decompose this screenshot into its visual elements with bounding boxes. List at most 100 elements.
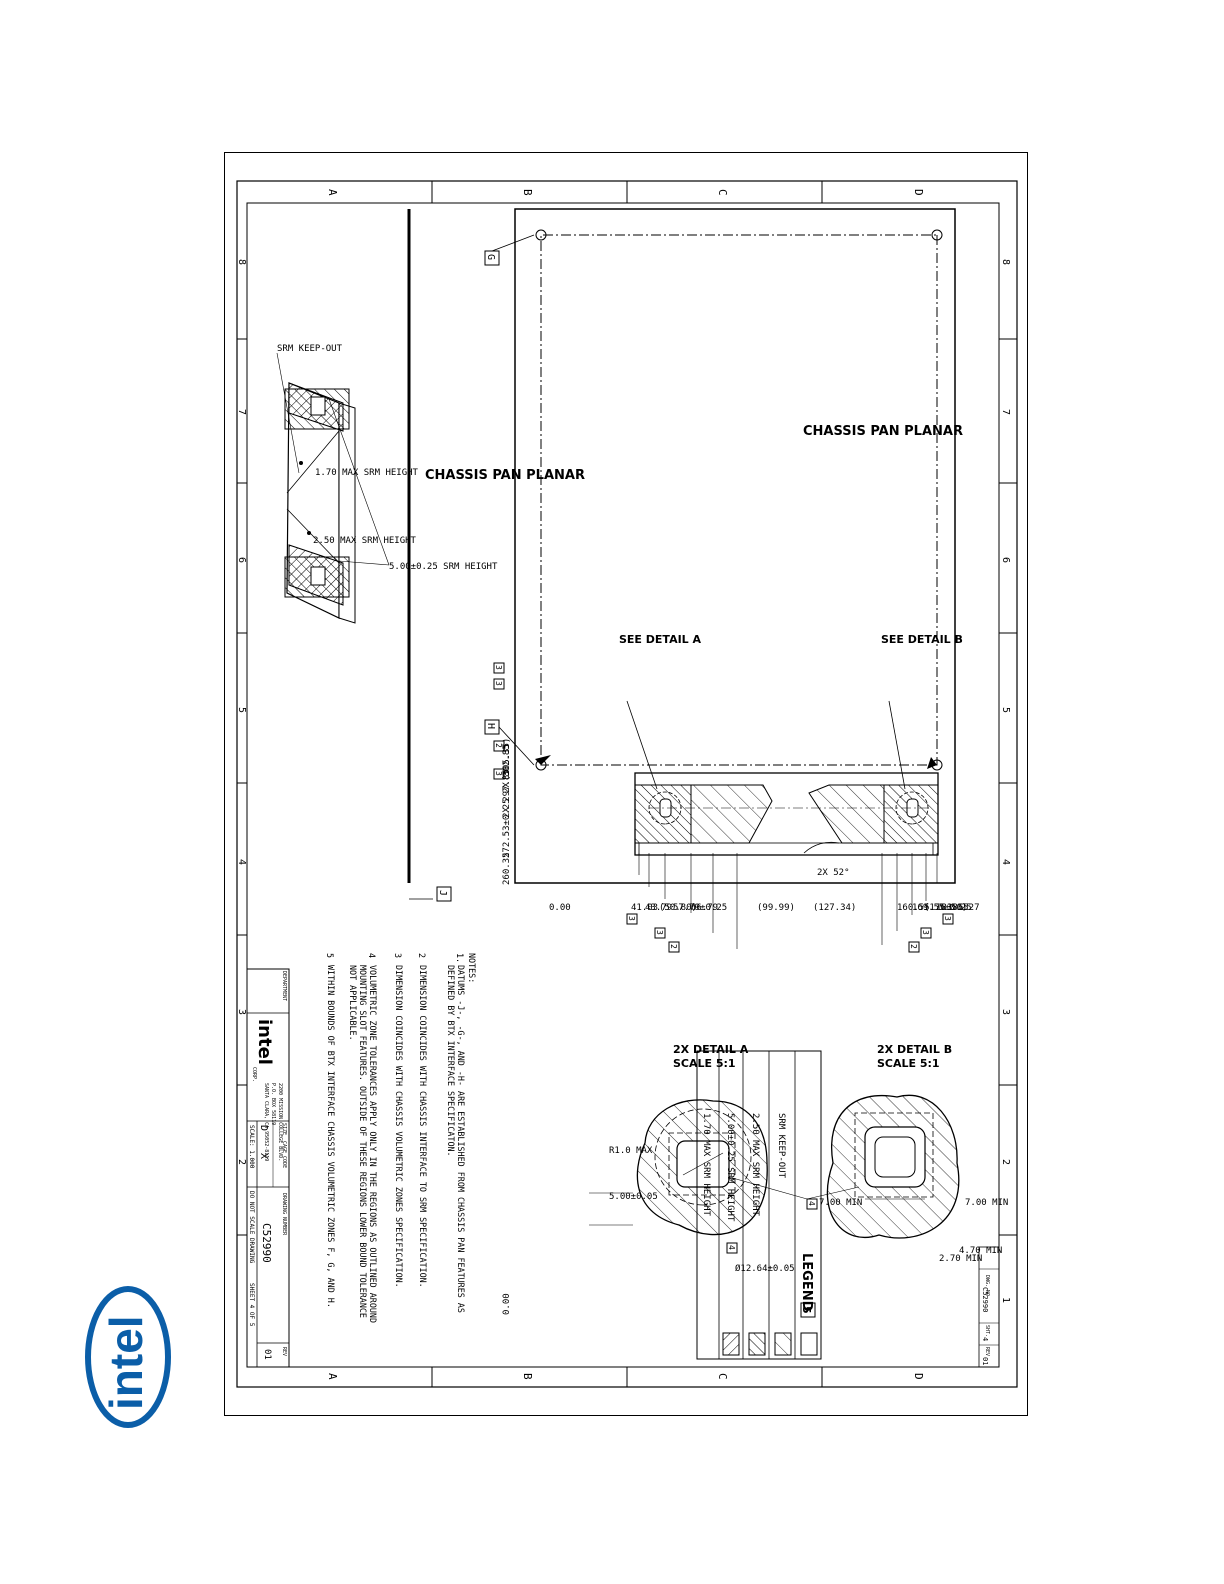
dim-305-35: (305.35)	[502, 738, 512, 781]
zone-ticks	[237, 181, 1017, 1387]
tag-305-35: 3	[494, 665, 503, 670]
small-title-box: DWG. NO C52990 SHT. 4 REV 01	[978, 1246, 1000, 1368]
tag-41-03: 3	[627, 916, 636, 921]
dim-41-03: 41.03	[631, 903, 658, 913]
dim-302-85: 2X 302.85	[502, 744, 512, 793]
drawing-sheet: D C B A D C B A 8 7 6 5 4 3 2 1 8 7 6 5 …	[224, 152, 1028, 1416]
tb-cage-label: CAGE CODE	[281, 1141, 287, 1168]
note-5-num: 5	[325, 953, 335, 958]
legend-tag: 5	[800, 1306, 813, 1314]
tag-50-80: 3	[655, 930, 664, 935]
detail-a-diameter: Ø12.64±0.05	[735, 1263, 795, 1274]
zone-row-a-left: A	[326, 189, 339, 196]
title-block: DEPARTMENT 2200 MISSION COLLEGE BLVD. P.…	[246, 968, 290, 1368]
detail-b-scale: SCALE 5:1	[877, 1057, 940, 1070]
zone-col-6: 6	[1000, 557, 1011, 563]
top-dimensions: 186.27 183.55 (176.50) 169.55±0.25 160.5…	[549, 903, 980, 913]
plan-view: 2X 52° SEE DETAIL B SEE DETAIL A CHASSIS…	[514, 208, 963, 884]
legend-item-500-tag: 4	[727, 1245, 736, 1250]
tb-rev-label: REV	[281, 1347, 287, 1356]
iso-chassis-label: CHASSIS PAN PLANAR	[425, 468, 585, 483]
dim-160-55: 160.55	[897, 903, 930, 913]
zone-row-a-right: A	[326, 1373, 339, 1380]
note-1-num: 1.	[455, 953, 465, 963]
zone-col-8-bottom: 8	[236, 259, 247, 265]
zone-row-labels: D C B A D C B A	[326, 189, 925, 1380]
zone-col-8: 8	[1000, 259, 1011, 265]
detail-b-7min-right: 7.00 MIN	[819, 1198, 862, 1208]
datum-j: J	[437, 890, 448, 896]
zone-col-4: 4	[1000, 859, 1011, 865]
right-dim-tags: 3 3 2 3	[493, 662, 505, 780]
note-1-text: DATUMS -J-, -G-, AND -H- ARE ESTABLISHED…	[446, 965, 466, 1313]
tb-department-label: DEPARTMENT	[281, 971, 287, 1001]
tb-scale: SCALE: 1.000	[248, 1125, 255, 1169]
zone-row-c-right: C	[716, 1373, 729, 1380]
dim-272-53: 272.53±0.25	[502, 798, 512, 858]
zone-col-labels: 8 7 6 5 4 3 2 1 8 7 6 5 4 3 2	[236, 259, 1011, 1303]
top-dimension-leaders	[638, 853, 938, 949]
rotated-drawing: D C B A D C B A 8 7 6 5 4 3 2 1 8 7 6 5 …	[225, 153, 1029, 1417]
tb-intel-logo: intel	[254, 1019, 275, 1065]
zone-col-3: 3	[1000, 1009, 1011, 1015]
zone-col-2-bottom: 2	[236, 1159, 247, 1165]
zone-col-5: 5	[1000, 707, 1011, 713]
dim-99-99: (99.99)	[757, 903, 795, 913]
detail-b-title: 2X DETAIL B	[877, 1043, 952, 1056]
note-2-num: 2	[417, 953, 427, 958]
tb-size-label: SIZE	[281, 1123, 287, 1135]
legend-frame	[696, 1050, 822, 1360]
engineering-drawing: D C B A D C B A 8 7 6 5 4 3 2 1 8 7 6 5 …	[236, 180, 1018, 1388]
datum-rectangle	[540, 234, 938, 766]
detail-tag-4: 4	[807, 1201, 816, 1206]
zone-col-3-bottom: 3	[236, 1009, 247, 1015]
tb-drawing-label: DRAWING NUMBER	[281, 1193, 287, 1236]
top-dim-tags: 3 3 2 2 3 3	[626, 913, 954, 953]
tb-cage: X	[258, 1153, 269, 1159]
iso-callout-170: 1.70 MAX SRM HEIGHT	[315, 468, 419, 478]
note-2-text: DIMENSION COINCIDES WITH CHASSIS INTERFA…	[418, 965, 428, 1288]
tb-address-1: 2200 MISSION COLLEGE BLVD.	[277, 1083, 283, 1161]
dim-183-55: 183.55	[936, 903, 969, 913]
datum-h: H	[485, 723, 496, 729]
zone-col-5-bottom: 5	[236, 707, 247, 713]
iso-callout-250: 2.50 MAX SRM HEIGHT	[313, 536, 417, 546]
legend-item-170: 1.70 MAX SRM HEIGHT	[701, 1113, 711, 1217]
detail-b-470min: 4.70 MIN	[959, 1246, 1002, 1256]
detail-b-7min-left: 7.00 MIN	[965, 1198, 1008, 1208]
small-sheet-number: 4	[981, 1337, 989, 1341]
tag-302-85: 3	[494, 681, 503, 686]
tb-corp: CORP.	[251, 1067, 257, 1082]
dim-66-79: 66.79	[691, 903, 718, 913]
datum-markers: J G H	[407, 209, 535, 902]
logo-wordmark: intel	[100, 1315, 152, 1410]
zone-col-4-bottom: 4	[236, 859, 247, 865]
chassis-pan-planar-label: CHASSIS PAN PLANAR	[803, 424, 963, 439]
detail-views: 2X DETAIL B SCALE 5:1 7.00 MIN 7.00 MIN …	[589, 1043, 1008, 1274]
dim-0-00-right: 0.00	[502, 1293, 512, 1315]
note-3-num: 3	[393, 953, 403, 958]
legend-item-keepout: SRM KEEP-OUT	[776, 1113, 786, 1179]
small-rev-label: REV	[984, 1347, 990, 1356]
dim-127-34: (127.34)	[813, 903, 856, 913]
chassis-pan-outline	[514, 208, 956, 884]
see-detail-b-label: SEE DETAIL B	[881, 633, 963, 646]
tb-size: D	[258, 1125, 269, 1131]
tb-address-2: P.O. BOX 58119	[270, 1083, 276, 1125]
srm-ramp-a	[690, 784, 773, 844]
dim-169-55: 169.55±0.25	[912, 903, 972, 913]
iso-callout-500: 5.00±0.25 SRM HEIGHT	[389, 562, 498, 572]
zone-col-6-bottom: 6	[236, 557, 247, 563]
zone-row-c-left: C	[716, 189, 729, 196]
datum-g: G	[485, 254, 496, 260]
small-dwg-label: DWG. NO	[984, 1275, 990, 1296]
note-5-text: WITHIN BOUNDS OF BTX INTERFACE CHASSIS V…	[326, 965, 336, 1308]
note-3-text: DIMENSION COINCIDES WITH CHASSIS VOLUMET…	[394, 965, 404, 1288]
dim-57-79: 57.79±0.25	[673, 903, 727, 913]
dim-297-85: 2X 297.85	[502, 769, 512, 818]
inner-border	[246, 202, 1000, 1368]
tag-176-50: 3	[921, 930, 930, 935]
dim-0-00-top: 0.00	[549, 903, 571, 913]
zone-row-b-left: B	[521, 189, 534, 196]
detail-b-270min: 2.70 MIN	[939, 1254, 982, 1264]
